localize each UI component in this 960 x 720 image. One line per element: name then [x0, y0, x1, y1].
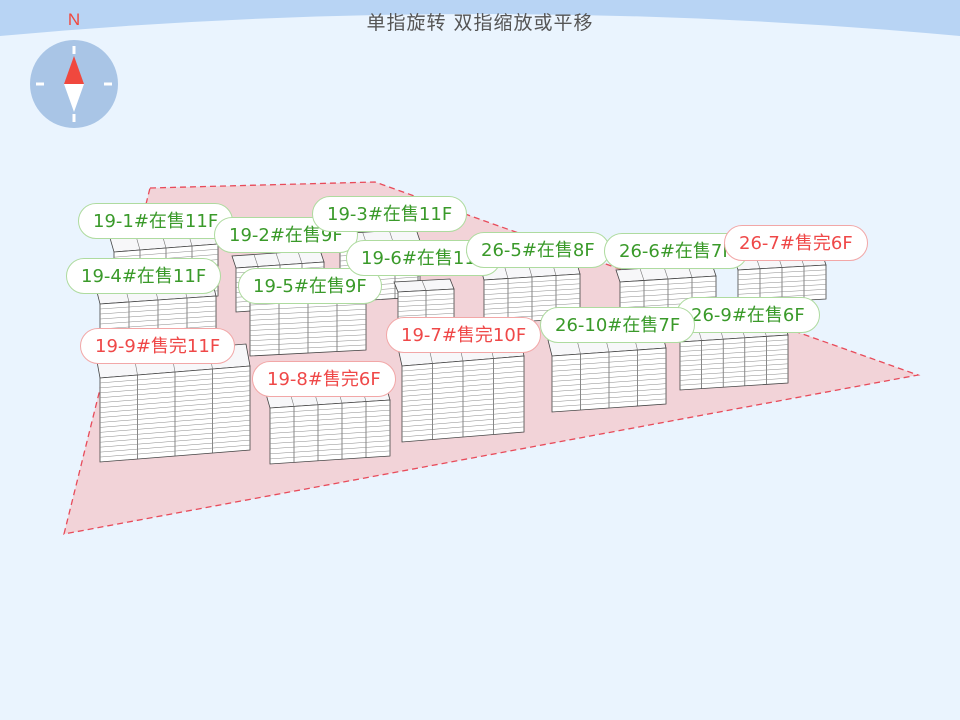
building-label-26-9[interactable]: 26-9#在售6F: [676, 297, 820, 333]
compass-north-label: N: [67, 10, 81, 29]
building-label-19-1[interactable]: 19-1#在售11F: [78, 203, 234, 239]
compass-needle-icon: [36, 46, 112, 122]
building-block-19-7[interactable]: [397, 337, 525, 443]
building-label-19-7[interactable]: 19-7#售完10F: [386, 317, 542, 353]
gesture-hint: 单指旋转 双指缩放或平移: [366, 12, 594, 34]
building-label-26-7[interactable]: 26-7#售完6F: [724, 225, 868, 261]
building-label-19-9[interactable]: 19-9#售完11F: [80, 328, 236, 364]
compass-icon[interactable]: [30, 40, 118, 128]
building-block-19-6b[interactable]: [393, 278, 455, 327]
building-label-19-5[interactable]: 19-5#在售9F: [238, 268, 382, 304]
building-block-26-7[interactable]: [733, 252, 827, 305]
building-label-26-5[interactable]: 26-5#在售8F: [466, 232, 610, 268]
building-block-26-10[interactable]: [547, 331, 667, 413]
building-label-19-4[interactable]: 19-4#在售11F: [66, 258, 222, 294]
building-label-26-10[interactable]: 26-10#在售7F: [540, 307, 696, 343]
building-label-19-8[interactable]: 19-8#售完6F: [252, 361, 396, 397]
building-label-19-3[interactable]: 19-3#在售11F: [312, 196, 468, 232]
sky-header: [0, 0, 960, 36]
building-label-26-6[interactable]: 26-6#在售7F: [604, 233, 748, 269]
